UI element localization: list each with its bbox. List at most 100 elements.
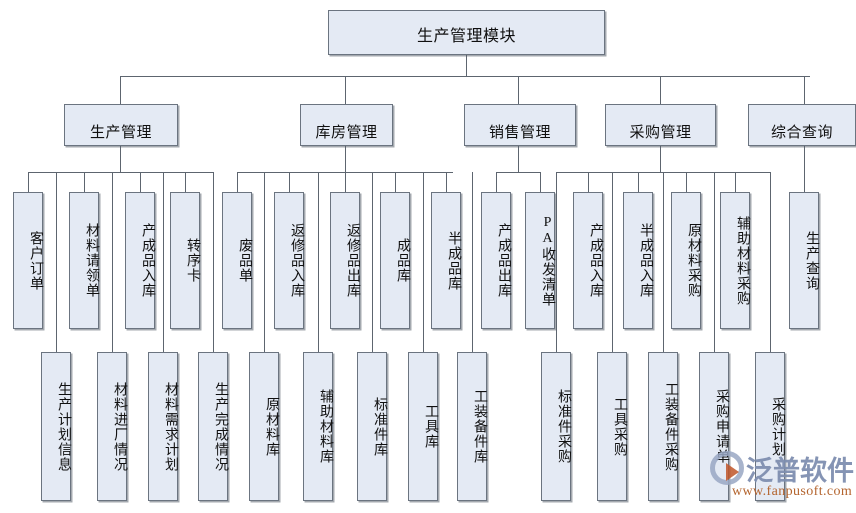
leaf-label: PA收发清单 — [540, 214, 555, 307]
leaf-g2-bottom-1[interactable]: 原材料库 — [249, 352, 279, 501]
leaf-label: 生产计划信息 — [56, 381, 71, 472]
leaf-g2-top-3[interactable]: 返修品出库 — [330, 192, 360, 329]
node-g2[interactable]: 库房管理 — [300, 104, 393, 146]
connector-g3-leaf-1 — [496, 172, 497, 192]
leaf-label: 采购计划 — [770, 396, 785, 457]
leaf-label: 半成品入库 — [638, 223, 653, 298]
connector-g1-leaf-3 — [140, 172, 141, 192]
leaf-g2-top-1[interactable]: 废品单 — [222, 192, 252, 329]
connector-g2-leaf-1 — [237, 172, 238, 192]
connector-g2-long-2 — [318, 172, 319, 352]
leaf-g1-top-1[interactable]: 客户订单 — [13, 192, 43, 329]
connector-to-g4 — [660, 76, 661, 104]
connector-g1-long-4 — [213, 172, 214, 352]
leaf-g2-top-5[interactable]: 半成品库 — [431, 192, 461, 329]
leaf-label: 工装备件采购 — [663, 381, 678, 472]
leaf-label: 半成品库 — [446, 230, 461, 291]
leaf-label: 客户订单 — [28, 230, 43, 291]
node-g4[interactable]: 采购管理 — [605, 104, 716, 146]
leaf-g1-top-2[interactable]: 材料请领单 — [69, 192, 99, 329]
leaf-g4-bottom-4[interactable]: 采购申请单 — [699, 352, 729, 501]
leaf-label: 生产查询 — [804, 230, 819, 291]
node-g5[interactable]: 综合查询 — [748, 104, 856, 146]
leaf-label: 材料需求计划 — [163, 381, 178, 472]
leaf-label: 返修品入库 — [289, 223, 304, 298]
connector-g4-leaf-4 — [735, 172, 736, 192]
connector-g3-leaf-2 — [540, 172, 541, 192]
leaf-g2-bottom-5[interactable]: 工装备件库 — [457, 352, 487, 501]
node-g3[interactable]: 销售管理 — [464, 104, 576, 146]
leaf-label: 工具采购 — [612, 396, 627, 457]
leaf-g1-bottom-4[interactable]: 生产完成情况 — [198, 352, 228, 501]
node-g1-label: 生产管理 — [89, 125, 152, 142]
connector-to-g1 — [120, 76, 121, 104]
connector-g2-drop — [345, 146, 346, 172]
leaf-label: 返修品出库 — [345, 223, 360, 298]
leaf-g4-top-4[interactable]: 辅助材料采购 — [720, 192, 750, 329]
leaf-g4-top-1[interactable]: 产成品入库 — [573, 192, 603, 329]
connector-g4-long-1 — [556, 172, 557, 352]
connector-root-down — [466, 55, 467, 76]
leaf-g4-bottom-3[interactable]: 工装备件采购 — [648, 352, 678, 501]
connector-g1-long-3 — [163, 172, 164, 352]
leaf-label: 标准件库 — [372, 396, 387, 457]
leaf-label: 标准件采购 — [556, 389, 571, 464]
leaf-g2-top-4[interactable]: 成品库 — [380, 192, 410, 329]
leaf-g5-top-1[interactable]: 生产查询 — [789, 192, 819, 329]
connector-to-g5 — [804, 76, 805, 104]
leaf-label: 产成品出库 — [496, 223, 511, 298]
leaf-label: 产成品入库 — [588, 223, 603, 298]
leaf-g4-top-3[interactable]: 原材料采购 — [671, 192, 701, 329]
leaf-g3-top-2[interactable]: PA收发清单 — [525, 192, 555, 329]
leaf-g2-top-2[interactable]: 返修品入库 — [274, 192, 304, 329]
connector-g4-long-3 — [663, 172, 664, 352]
leaf-label: 原材料采购 — [686, 223, 701, 298]
leaf-g4-bottom-2[interactable]: 工具采购 — [597, 352, 627, 501]
connector-g4-leaf-3 — [686, 172, 687, 192]
node-g1[interactable]: 生产管理 — [64, 104, 178, 146]
leaf-g4-bottom-5[interactable]: 采购计划 — [755, 352, 785, 501]
leaf-g3-top-1[interactable]: 产成品出库 — [481, 192, 511, 329]
leaf-g1-bottom-1[interactable]: 生产计划信息 — [41, 352, 71, 501]
connector-g2-long-1 — [264, 172, 265, 352]
leaf-label: 生产完成情况 — [213, 381, 228, 472]
node-g5-label: 综合查询 — [770, 125, 833, 142]
leaf-label: 转序卡 — [185, 238, 200, 283]
leaf-label: 成品库 — [395, 238, 410, 283]
connector-g3-bus — [496, 172, 541, 173]
leaf-g1-bottom-2[interactable]: 材料进厂情况 — [97, 352, 127, 501]
connector-to-g2 — [345, 76, 346, 104]
connector-to-g3 — [518, 76, 519, 104]
leaf-label: 工具库 — [423, 404, 438, 449]
leaf-label: 材料进厂情况 — [112, 381, 127, 472]
leaf-label: 辅助材料采购 — [735, 215, 750, 306]
leaf-g1-top-3[interactable]: 产成品入库 — [125, 192, 155, 329]
node-root-label: 生产管理模块 — [416, 28, 516, 46]
node-g3-label: 销售管理 — [488, 125, 551, 142]
connector-g4-leaf-1 — [588, 172, 589, 192]
leaf-g2-bottom-3[interactable]: 标准件库 — [357, 352, 387, 501]
connector-g2-long-3 — [372, 172, 373, 352]
connector-g2-leaf-3 — [345, 172, 346, 192]
leaf-label: 产成品入库 — [140, 223, 155, 298]
leaf-g2-bottom-4[interactable]: 工具库 — [408, 352, 438, 501]
node-g4-label: 采购管理 — [629, 125, 692, 142]
connector-g1-long-2 — [112, 172, 113, 352]
leaf-g4-bottom-1[interactable]: 标准件采购 — [541, 352, 571, 501]
node-g2-label: 库房管理 — [315, 125, 378, 142]
leaf-label: 采购申请单 — [714, 389, 729, 464]
node-root[interactable]: 生产管理模块 — [328, 10, 605, 55]
connector-g1-drop — [120, 146, 121, 172]
connector-g4-drop — [660, 146, 661, 172]
leaf-g4-top-2[interactable]: 半成品入库 — [623, 192, 653, 329]
connector-g4-leaf-2 — [638, 172, 639, 192]
leaf-label: 工装备件库 — [472, 389, 487, 464]
leaf-g1-bottom-3[interactable]: 材料需求计划 — [148, 352, 178, 501]
connector-g1-bus — [28, 172, 213, 173]
leaf-g1-top-4[interactable]: 转序卡 — [170, 192, 200, 329]
leaf-label: 材料请领单 — [84, 223, 99, 298]
connector-g1-leaf-1 — [28, 172, 29, 192]
leaf-label: 废品单 — [237, 238, 252, 283]
leaf-g2-bottom-2[interactable]: 辅助材料库 — [303, 352, 333, 501]
